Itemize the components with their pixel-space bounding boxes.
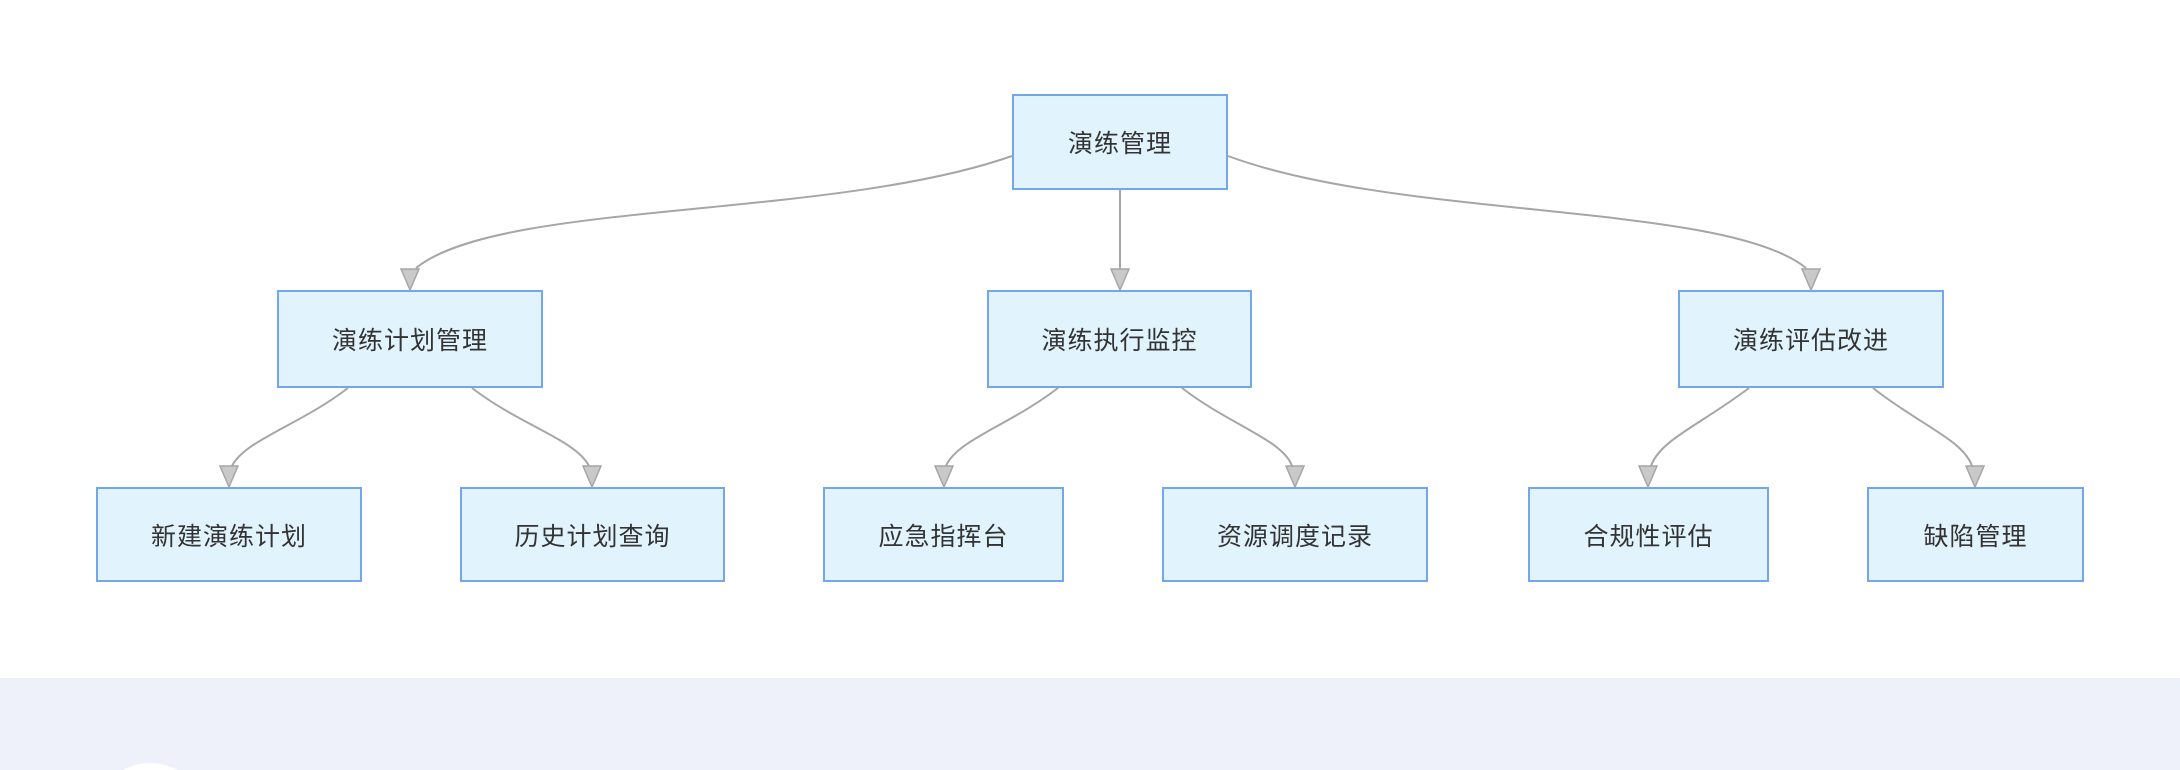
node-label: 资源调度记录 bbox=[1216, 522, 1373, 551]
edge-root-to-evaluation-improvement bbox=[1227, 155, 1822, 292]
node-label: 合规性评估 bbox=[1583, 522, 1714, 551]
node-label: 演练计划管理 bbox=[331, 327, 488, 355]
edge-evaluation-improvement-to-compliance-evaluation bbox=[1637, 387, 1750, 489]
edge-execution-monitoring-to-emergency-command-console bbox=[933, 387, 1059, 489]
node-exercise-management: 演练管理 bbox=[1012, 94, 1228, 190]
node-plan-management: 演练计划管理 bbox=[277, 290, 543, 388]
node-label: 缺陷管理 bbox=[1923, 522, 2028, 551]
node-defect-management: 缺陷管理 bbox=[1867, 487, 2084, 582]
footer-bar bbox=[0, 678, 2180, 770]
node-history-plan-query: 历史计划查询 bbox=[460, 487, 725, 582]
node-execution-monitoring: 演练执行监控 bbox=[987, 290, 1252, 388]
edge-plan-management-to-history-plan-query bbox=[471, 387, 603, 489]
node-label: 演练管理 bbox=[1067, 130, 1172, 158]
edge-plan-management-to-new-exercise-plan bbox=[218, 387, 349, 489]
edge-evaluation-improvement-to-defect-management bbox=[1872, 387, 1986, 489]
node-compliance-evaluation: 合规性评估 bbox=[1528, 487, 1769, 582]
node-evaluation-improvement: 演练评估改进 bbox=[1678, 290, 1944, 388]
edge-execution-monitoring-to-resource-dispatch-records bbox=[1181, 387, 1306, 489]
node-emergency-command-console: 应急指挥台 bbox=[823, 487, 1064, 582]
edge-root-to-plan-management bbox=[399, 155, 1013, 292]
node-label: 演练评估改进 bbox=[1732, 327, 1889, 355]
node-resource-dispatch-records: 资源调度记录 bbox=[1162, 487, 1428, 582]
node-label: 演练执行监控 bbox=[1041, 327, 1198, 355]
node-label: 应急指挥台 bbox=[878, 522, 1009, 551]
node-label: 新建演练计划 bbox=[150, 522, 307, 551]
node-new-exercise-plan: 新建演练计划 bbox=[96, 487, 362, 582]
edge-root-to-execution-monitoring bbox=[1109, 190, 1131, 292]
node-label: 历史计划查询 bbox=[514, 522, 671, 551]
bottom-floating-circle[interactable] bbox=[93, 763, 207, 770]
